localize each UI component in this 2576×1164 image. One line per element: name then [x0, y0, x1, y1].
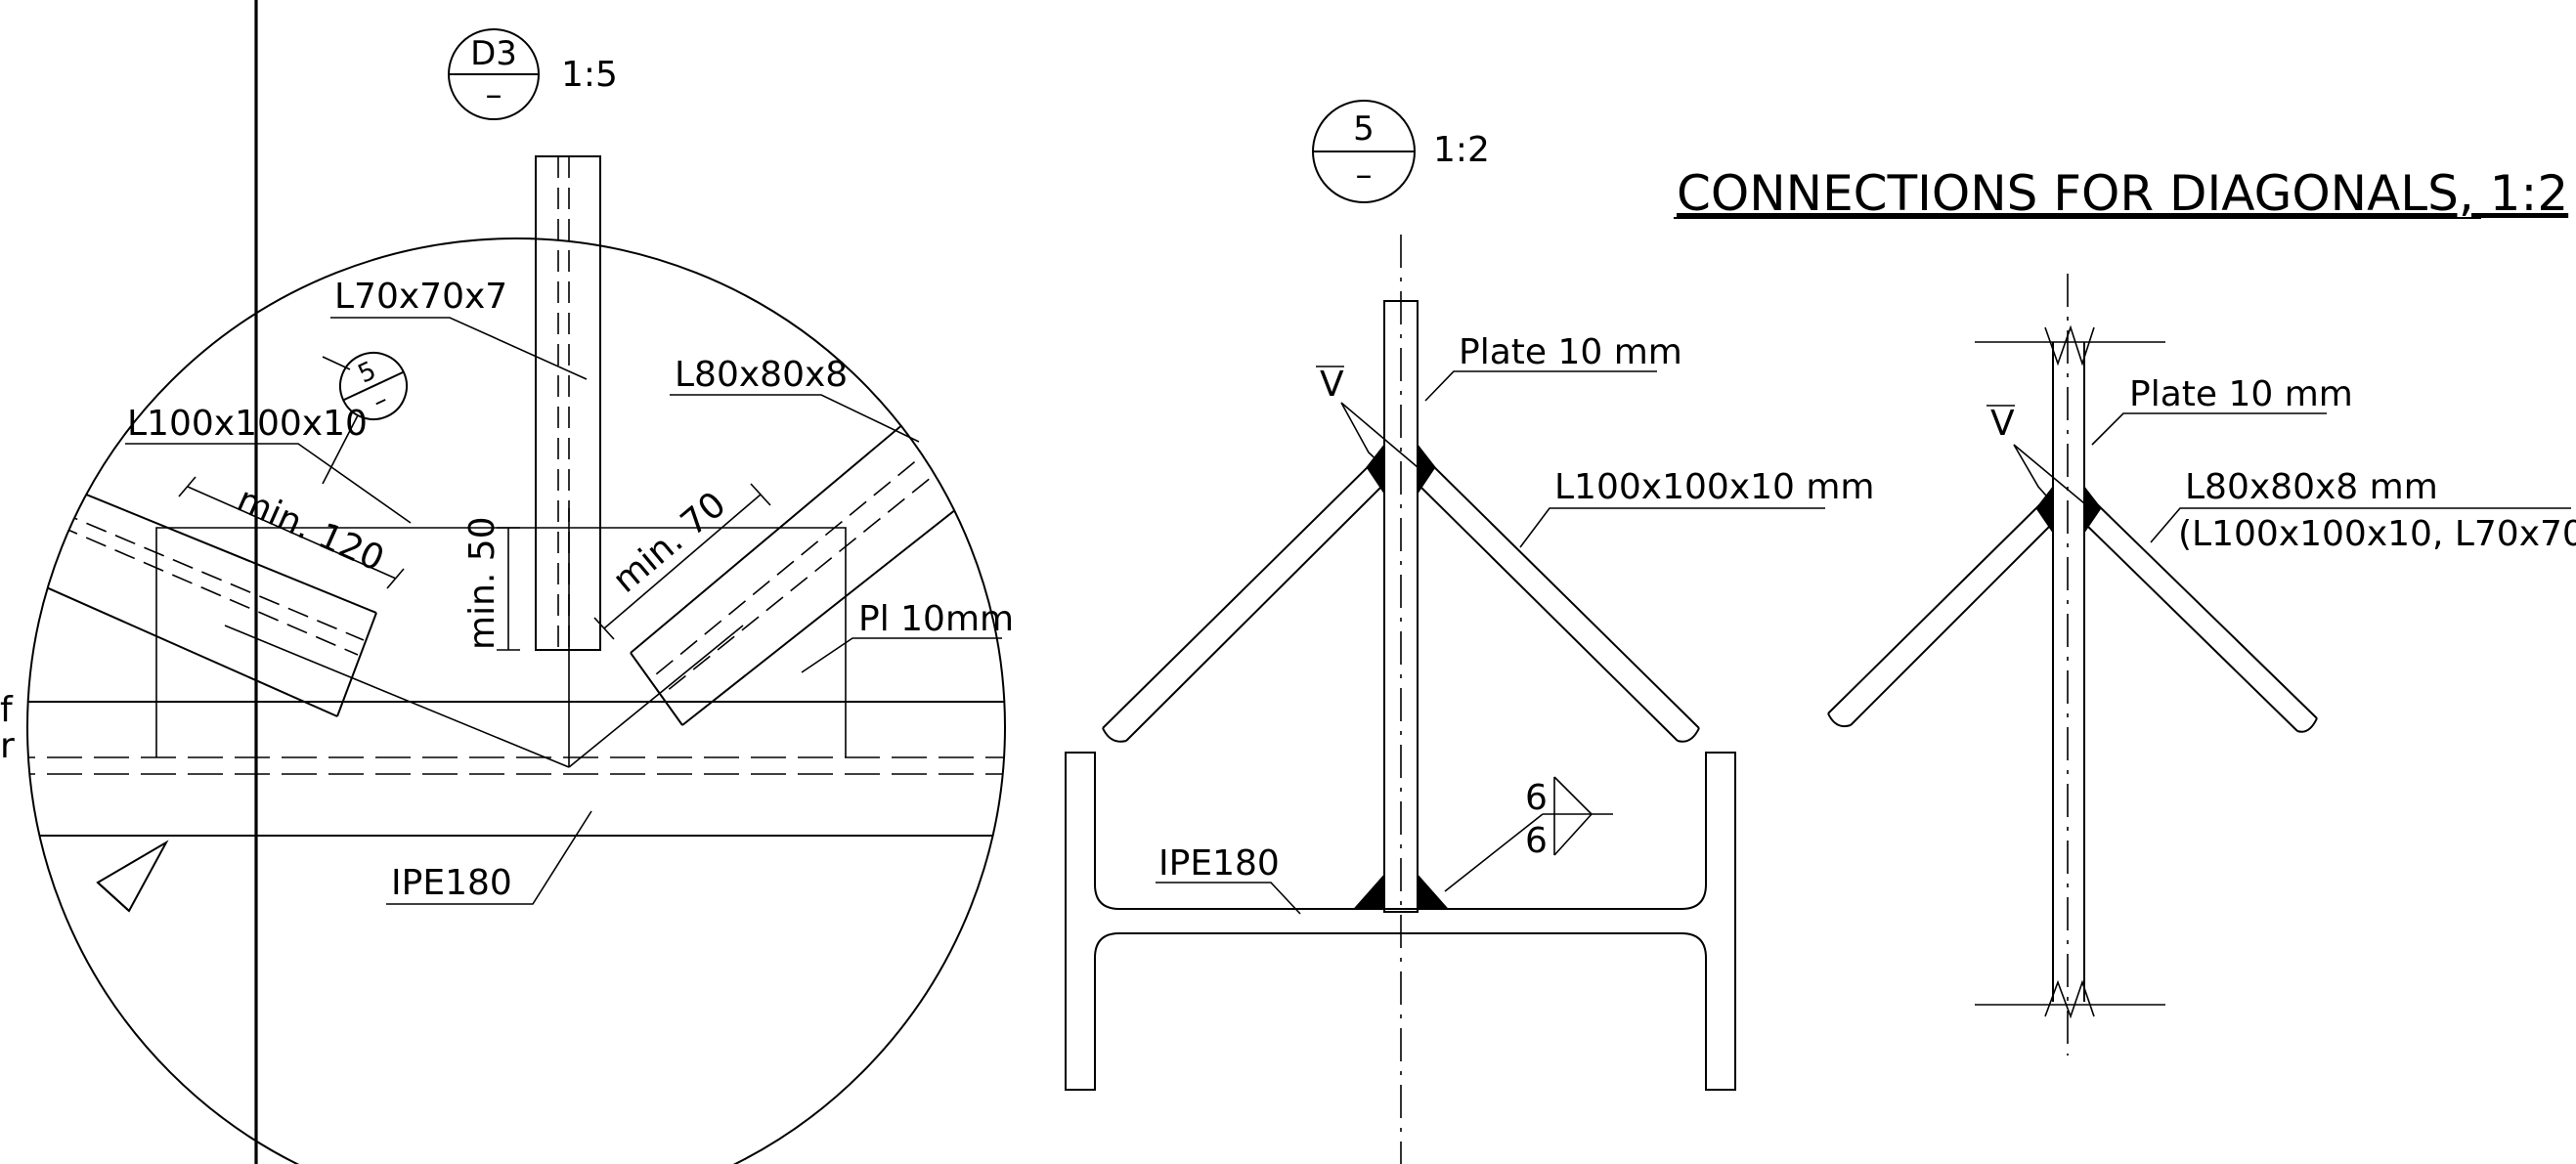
detail-circle — [26, 237, 1006, 1164]
detail-tag-d3-bottom: – — [486, 75, 502, 114]
ipe180-section-5 — [1065, 752, 1736, 1091]
label-l100: L100x100x10 — [127, 404, 368, 444]
svg-text:min. 50: min. 50 — [462, 516, 502, 650]
dim-min-70: min. 70 — [593, 483, 771, 640]
weld-mark-left — [96, 840, 169, 913]
weld-bottom-left-5 — [1352, 873, 1385, 910]
detail-tag-5: 5 – 1:2 — [1312, 100, 1490, 203]
detail-tag-5-bottom: – — [1356, 155, 1373, 194]
dim-min-50: min. 50 — [462, 516, 520, 651]
detail-d3-clipped — [27, 392, 1005, 913]
label-ipe180-5: IPE180 — [1158, 843, 1280, 884]
angle-70-vertical — [535, 155, 601, 651]
angle-right-5 — [1417, 456, 1700, 743]
plate-conn — [1975, 324, 2165, 1019]
label-plate-d3: Pl 10mm — [858, 599, 1014, 639]
weld-top-left-5 — [1366, 443, 1385, 496]
beam-leader — [386, 810, 592, 905]
detail-5-scale: 1:2 — [1433, 130, 1490, 170]
edge-text-f: f — [0, 690, 14, 730]
angle-left-5 — [1102, 456, 1385, 743]
connections-title: CONNECTIONS FOR DIAGONALS, 1:2 — [1677, 165, 2568, 222]
weld-top-right-5 — [1417, 443, 1436, 496]
angle-left-conn — [1827, 497, 2054, 728]
weld-mark-5: V — [1320, 365, 1344, 405]
angle-right-conn — [2083, 497, 2318, 733]
label-angle-conn: L80x80x8 mm — [2185, 467, 2438, 507]
label-ipe180-d3: IPE180 — [391, 863, 512, 903]
edge-text-r: r — [0, 726, 15, 766]
weld-right-conn — [2083, 485, 2102, 535]
svg-text:6: 6 — [1525, 778, 1548, 818]
svg-text:6: 6 — [1525, 821, 1548, 861]
label-plate-conn: Plate 10 mm — [2129, 374, 2353, 414]
weld-bottom-right-5 — [1417, 873, 1450, 910]
detail-d3-scale: 1:5 — [561, 55, 618, 95]
svg-text:–: – — [369, 385, 392, 417]
angle-100-diagonal — [27, 458, 377, 717]
plate-5 — [1383, 300, 1419, 913]
system-line-right — [568, 625, 744, 768]
connections-detail: CONNECTIONS FOR DIAGONALS, 1:2 — [1674, 165, 2576, 1056]
detail-d3: D3 – 1:5 L70x70x7 L80x80x8 L100x100x10 5… — [0, 0, 1014, 1164]
weld-mark-conn: V — [1990, 404, 2015, 444]
detail-tag-5-top: 5 — [1353, 109, 1375, 149]
weld-symbol-6-6: 6 6 — [1444, 776, 1613, 892]
label-angle-alt-conn: (L100x100x10, L70x70x7) — [2178, 514, 2576, 554]
detail-tag-d3: D3 – 1:5 — [448, 28, 618, 120]
angle-80-diagonal — [630, 392, 1005, 726]
label-l70: L70x70x7 — [334, 277, 507, 317]
label-l80: L80x80x8 — [675, 355, 848, 395]
label-plate-5: Plate 10 mm — [1459, 332, 1682, 372]
detail-5: 5 – 1:2 Plate 10 mm — [1065, 100, 1874, 1164]
svg-text:5: 5 — [354, 356, 381, 389]
label-angle-5: L100x100x10 mm — [1554, 467, 1874, 507]
system-line-left — [224, 625, 570, 768]
detail-tag-d3-top: D3 — [470, 34, 517, 73]
